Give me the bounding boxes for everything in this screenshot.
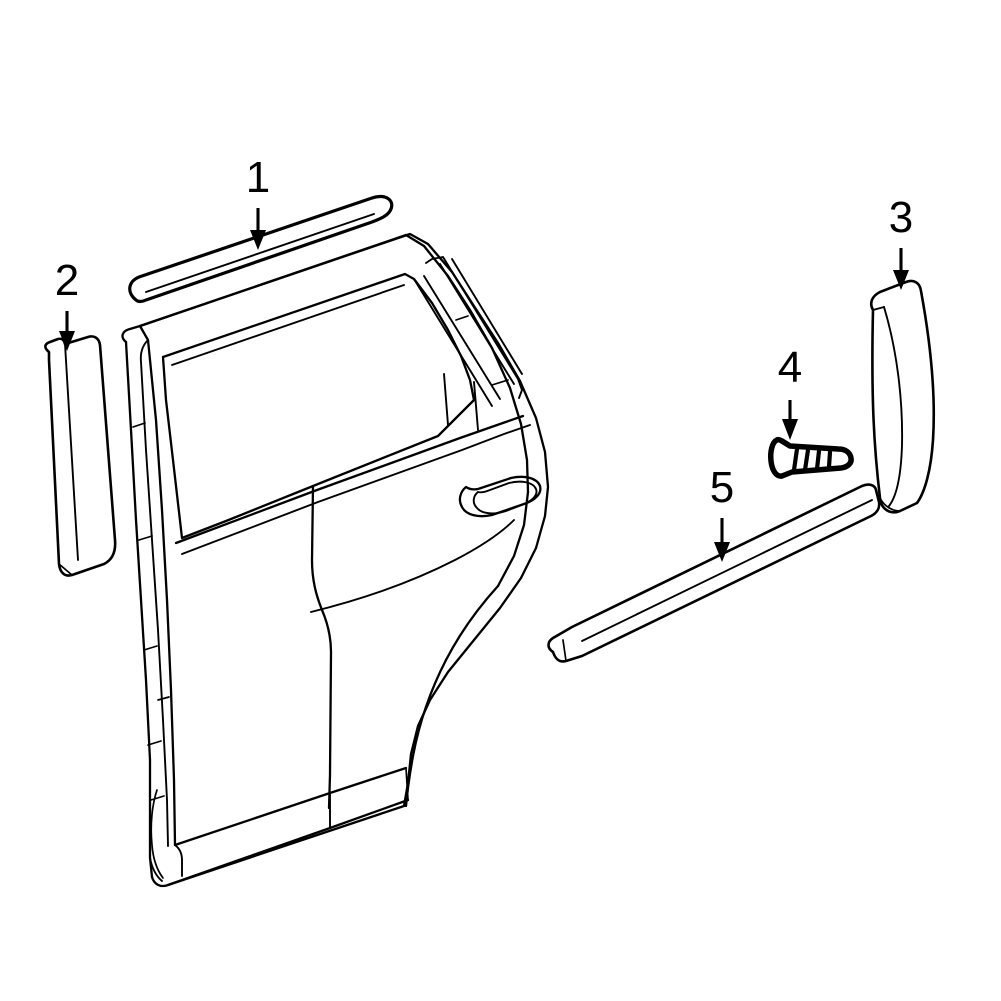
callout-3: 3 (889, 193, 913, 290)
callout-1-label: 1 (246, 153, 270, 202)
part-5-lower-belt-moulding (547, 483, 881, 663)
rear-door-assembly (121, 232, 550, 888)
callout-2-arrowhead (59, 331, 75, 351)
callout-5-arrowhead (714, 542, 730, 562)
callout-2: 2 (55, 256, 79, 351)
part-1-upper-belt-moulding (128, 194, 394, 304)
callout-5: 5 (710, 463, 734, 562)
part-3-rear-pillar-applique (869, 279, 936, 514)
callout-1-arrowhead (250, 230, 266, 250)
callout-3-arrowhead (893, 270, 909, 290)
part-2-front-pillar-applique (44, 335, 117, 577)
part-4-retaining-screw (768, 436, 854, 479)
callout-4-arrowhead (782, 419, 798, 440)
callout-2-label: 2 (55, 256, 79, 305)
callout-3-label: 3 (889, 193, 913, 242)
callout-4: 4 (778, 343, 802, 440)
callout-4-label: 4 (778, 343, 802, 392)
callout-1: 1 (246, 153, 270, 250)
callout-5-label: 5 (710, 463, 734, 512)
